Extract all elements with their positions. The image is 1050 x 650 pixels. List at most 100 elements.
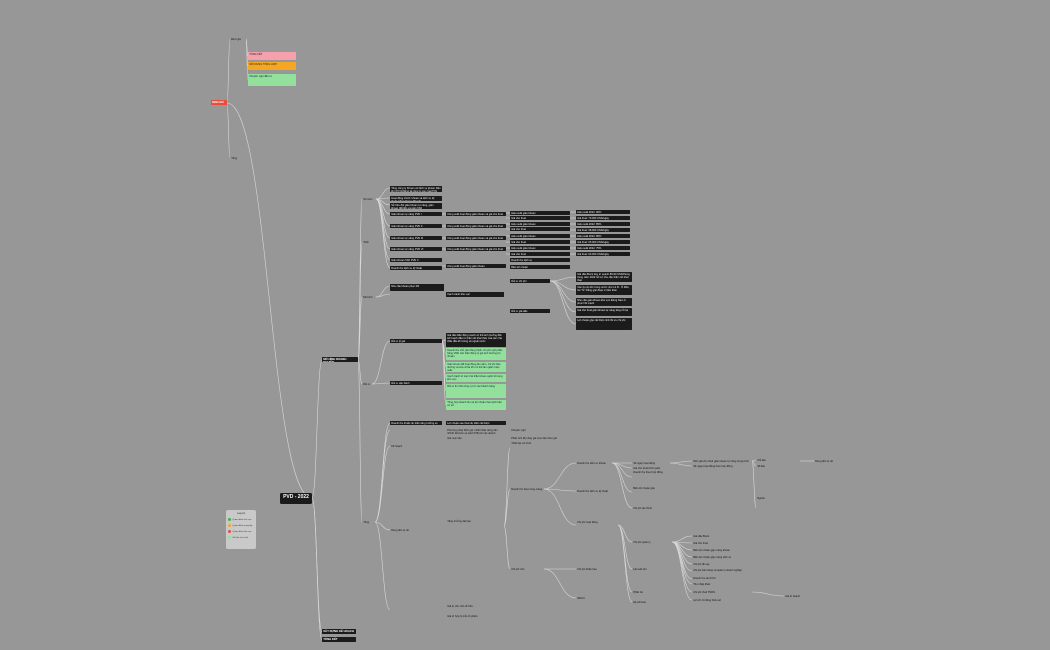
topic-node-q2[interactable]: Giá trị doanh nghiệp (785, 594, 801, 598)
topic-node-b3[interactable]: Giàn khoan tự nâng PVD III (390, 236, 442, 240)
topic-node-j3[interactable]: Lợi nhuận sau thuế dự kiến cải thiện (446, 421, 506, 425)
topic-node-d4[interactable]: Giá cho thuê (510, 227, 570, 231)
topic-node-m3[interactable]: Chi phí hoạt động (577, 520, 598, 524)
topic-node-e6[interactable]: Giá thuê: 65.000 USD/ngày (576, 240, 630, 244)
topic-node-i1[interactable]: Giá dầu biến động mạnh có thể ảnh hưởng … (446, 333, 506, 347)
topic-node-o6[interactable]: Biên lợi nhuận gộp mảng dịch vụ (693, 555, 732, 559)
topic-node-k2[interactable]: Giá mục tiêu (447, 436, 462, 440)
topic-node-t7[interactable]: Định giá (231, 37, 241, 41)
topic-node-l3[interactable]: Chi phí vốn (511, 567, 525, 571)
topic-node-d2[interactable]: Giá cho thuê (510, 216, 570, 220)
topic-node-p1[interactable]: Chỉ tiêu (757, 458, 766, 462)
topic-node-n9[interactable]: Hệ số beta (633, 600, 646, 604)
topic-node-q4[interactable]: Giá trị hợp lý mỗi cổ phiếu (447, 614, 478, 618)
topic-node-c5[interactable]: Công suất hoạt động giàn khoan (446, 264, 506, 268)
topic-node-g2[interactable]: Cạnh tranh khu vực (446, 292, 504, 297)
topic-node-d9[interactable]: Doanh thu dịch vụ (510, 258, 570, 262)
topic-node-n5[interactable]: Chi phí tài chính (633, 506, 652, 510)
topic-node-r1[interactable]: TỔNG KẾT (248, 52, 296, 60)
topic-node-l4[interactable]: Dòng tiền tự do (391, 528, 410, 532)
topic-node-g3[interactable]: Rủi ro chi phí (510, 279, 550, 283)
topic-node-o4[interactable]: Giá cho thuê (693, 541, 708, 545)
topic-node-t2[interactable]: Triển vọng ngành (363, 240, 370, 244)
topic-node-o10[interactable]: Thu nhập khác (693, 582, 711, 586)
topic-node-a2[interactable]: Hoạt động chính: khoan và dịch vụ kỹ thu… (390, 196, 442, 201)
root-topic[interactable]: PVD - 2022 (280, 493, 312, 504)
topic-node-m5[interactable]: WACC (577, 596, 586, 600)
topic-node-f4[interactable]: Giá cho thuê giàn khoan tự nâng tăng trở… (576, 308, 632, 316)
topic-node-n2[interactable]: Giá cho thuê bình quân (633, 466, 661, 470)
topic-node-m2[interactable]: Doanh thu dịch vụ kỹ thuật giếng khoan (577, 489, 608, 493)
topic-node-h1[interactable]: Rủi ro giá dầu (510, 309, 550, 313)
topic-node-e8[interactable]: Giá thuê: 60.000 USD/ngày (576, 252, 630, 256)
topic-node-k4[interactable]: Phân tích độ nhạy giá mục tiêu theo giá … (511, 436, 557, 440)
topic-node-q1[interactable]: Dòng tiền tự do (815, 459, 834, 463)
topic-node-b2[interactable]: Giàn khoan tự nâng PVD II (390, 224, 442, 228)
topic-node-t5[interactable]: Tổng hợp (363, 520, 370, 524)
topic-node-t1[interactable]: Sơ lược doanh nghiệp (363, 197, 373, 201)
topic-node-o12[interactable]: Lợi ích cổ đông thiểu số (693, 598, 721, 602)
topic-node-b1[interactable]: Giàn khoan tự nâng PVD I (390, 212, 442, 216)
topic-node-k1[interactable]: Phương pháp định giá: chiết khấu dòng ti… (447, 428, 498, 434)
topic-node-o7[interactable]: Chi phí lãi vay (693, 562, 710, 566)
topic-node-o5[interactable]: Biên lợi nhuận gộp mảng khoan (693, 548, 730, 552)
topic-node-a1[interactable]: Tổng công ty Khoan và Dịch vụ khoan Dầu … (390, 186, 442, 192)
section-summary[interactable]: TỔNG KẾT (322, 637, 356, 642)
topic-node-t6[interactable]: Kế hoạch (391, 444, 403, 448)
topic-node-e7[interactable]: Hiệu suất 2022: 75% (576, 246, 630, 250)
topic-node-b5[interactable]: Giàn khoan TAD PVD V (390, 258, 442, 262)
section-valuation[interactable]: ĐỊNH GIÁ (211, 100, 227, 105)
topic-node-e4[interactable]: Giá thuê: 68.000 USD/ngày (576, 228, 630, 232)
topic-node-c2[interactable]: Công suất hoạt động giàn khoan và giá ch… (446, 224, 506, 228)
topic-node-o1[interactable]: Mức giá cho thuê giàn khoan tự nâng trun… (693, 459, 749, 463)
topic-node-c4[interactable]: Công suất hoạt động giàn khoan và giá ch… (446, 247, 506, 251)
topic-node-b4[interactable]: Giàn khoan tự nâng PVD VI (390, 247, 442, 251)
topic-node-h3[interactable]: Rủi ro vận hành (390, 381, 442, 385)
topic-node-i5[interactable]: Rủi ro thu hồi công nợ từ các khách hàng (446, 384, 506, 398)
topic-node-m1[interactable]: Doanh thu dịch vụ khoan (577, 461, 606, 465)
topic-node-c3[interactable]: Công suất hoạt động giàn khoan và giá ch… (446, 236, 506, 240)
topic-node-f1[interactable]: Giá dầu Brent duy trì quanh 80-90 USD/th… (576, 272, 632, 282)
topic-node-d5[interactable]: Hiệu suất giàn khoan (510, 234, 570, 238)
topic-node-b6[interactable]: Doanh thu dịch vụ kỹ thuật (390, 266, 442, 270)
topic-node-o8[interactable]: Chi phí bán hàng và quản lý doanh nghiệp (693, 568, 742, 572)
topic-node-t3[interactable]: Mô hình kinh doanh (363, 295, 373, 299)
topic-node-e3[interactable]: Hiệu suất 2022: 85% (576, 222, 630, 226)
topic-node-l2[interactable]: Doanh thu theo từng mảng (511, 487, 543, 491)
topic-node-m6[interactable]: Tăng trưởng dài hạn (447, 519, 471, 523)
topic-node-o9[interactable]: Doanh thu tài chính (693, 576, 716, 580)
topic-node-q3[interactable]: Giá trị vốn chủ sở hữu (447, 604, 473, 608)
topic-node-n6[interactable]: Chi phí quản lý (633, 540, 651, 544)
topic-node-t8[interactable]: Tổng kết (231, 156, 238, 160)
topic-node-a3[interactable]: Sở hữu đội giàn khoan tự nâng, giàn khoa… (390, 203, 442, 209)
topic-node-n4[interactable]: Biên lợi nhuận gộp (633, 486, 655, 490)
topic-node-e2[interactable]: Giá thuê: 70.000 USD/ngày (576, 216, 630, 220)
topic-node-c1[interactable]: Công suất hoạt động giàn khoan và giá ch… (446, 212, 506, 216)
topic-node-t4[interactable]: Rủi ro (363, 382, 371, 386)
topic-node-f3[interactable]: Nhu cầu giàn khoan khu vực Đông Nam Á ph… (576, 298, 632, 306)
topic-node-d8[interactable]: Giá cho thuê (510, 252, 570, 256)
topic-node-d10[interactable]: Biên lợi nhuận (510, 265, 570, 269)
topic-node-k3[interactable]: Khuyến nghị (511, 428, 526, 432)
topic-node-e5[interactable]: Hiệu suất 2022: 80% (576, 234, 630, 238)
topic-node-d1[interactable]: Hiệu suất giàn khoan (510, 211, 570, 215)
topic-node-m4[interactable]: Chi phí khấu hao (577, 567, 597, 571)
topic-node-p3[interactable]: Nguồn (757, 496, 765, 500)
topic-node-n1[interactable]: Số ngày hoạt động (633, 461, 655, 465)
topic-node-i4[interactable]: Cạnh tranh từ các nhà thầu khoan quốc tế… (446, 374, 506, 382)
topic-node-f5[interactable]: Lợi nhuận gộp cải thiện nhờ tối ưu chi p… (576, 318, 632, 330)
topic-node-e1[interactable]: Hiệu suất 2022: 90% (576, 210, 630, 214)
topic-node-i2[interactable]: Doanh thu chủ yếu bằng USD, chi phí một … (446, 348, 506, 360)
topic-node-n7[interactable]: Lãi suất phi rủi ro (633, 567, 647, 571)
topic-node-j2[interactable]: Doanh thu thuần dự kiến tăng trưởng so v… (390, 421, 442, 425)
topic-node-l1[interactable]: Thiết lập mô hình (511, 441, 532, 445)
topic-node-n8[interactable]: Phần bù rủi ro (633, 590, 643, 594)
topic-node-h2[interactable]: Rủi ro tỷ giá (390, 339, 442, 343)
topic-node-n3[interactable]: Doanh thu theo hợp đồng (633, 470, 663, 474)
topic-node-d3[interactable]: Hiệu suất giàn khoan (510, 222, 570, 226)
topic-node-i3[interactable]: Giàn khoan đã hoạt động lâu năm, chi phí… (446, 362, 506, 372)
topic-node-f2[interactable]: Các dự án lớn trong nước như Lô B - Ô Mô… (576, 285, 632, 295)
topic-node-d6[interactable]: Giá cho thuê (510, 240, 570, 244)
topic-node-r3[interactable]: Khuyến nghị đầu tư (248, 74, 296, 86)
